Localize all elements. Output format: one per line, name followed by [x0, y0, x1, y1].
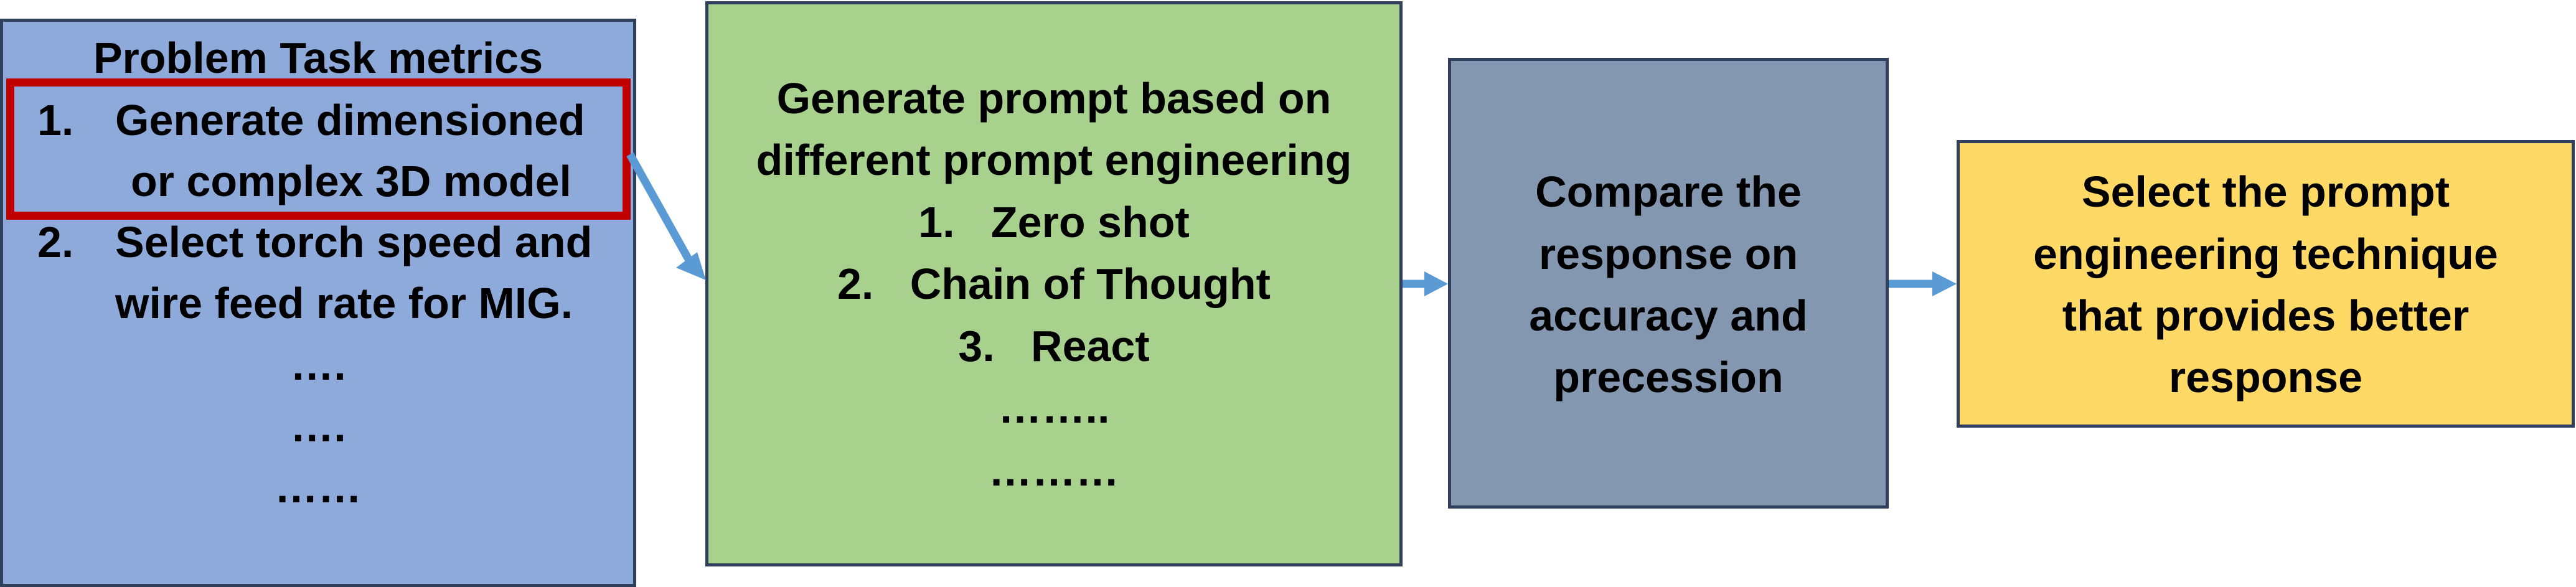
- task-ellipsis-3: ……: [275, 463, 362, 512]
- prompt-ellipsis-2: ………: [989, 446, 1119, 495]
- task-item-2-line-1: Select torch speed and: [115, 218, 593, 266]
- task-item-2-line-2: wire feed rate for MIG.: [115, 279, 573, 327]
- compare-line-2: response on: [1538, 230, 1798, 278]
- task-ellipsis-2: ….: [290, 402, 346, 451]
- compare-line-3: accuracy and: [1529, 291, 1808, 340]
- select-technique-box: [1957, 140, 2575, 428]
- task-item-1-number: 1.: [37, 96, 74, 144]
- select-line-1: Select the prompt: [2081, 167, 2450, 216]
- problem-task-metrics-box: [0, 19, 636, 587]
- prompt-technique-chain-of-thought: 2. Chain of Thought: [837, 260, 1271, 308]
- problem-task-metrics-title: Problem Task metrics: [93, 34, 543, 82]
- task-item-2-number: 2.: [37, 218, 74, 266]
- compare-response-box: [1448, 58, 1889, 509]
- prompt-box-line-1: Generate prompt based on: [776, 74, 1332, 123]
- item-1-highlight-frame: [6, 78, 631, 220]
- generate-prompt-box: [705, 1, 1403, 566]
- arrow-prompt-to-compare: [1403, 271, 1448, 296]
- compare-line-4: precession: [1553, 353, 1784, 402]
- select-line-4: response: [2168, 353, 2363, 402]
- arrow-highlight-to-prompt: [626, 152, 706, 280]
- select-line-3: that provides better: [2062, 291, 2470, 340]
- task-item-1-line-1: Generate dimensioned: [115, 96, 585, 144]
- compare-line-1: Compare the: [1535, 167, 1802, 216]
- arrow-compare-to-select: [1889, 271, 1957, 296]
- prompt-technique-react: 3. React: [958, 322, 1150, 370]
- prompt-ellipsis-1: ……..: [998, 383, 1110, 432]
- prompt-box-line-2: different prompt engineering: [756, 136, 1352, 184]
- task-item-1-line-2: or complex 3D model: [131, 157, 571, 205]
- task-ellipsis-1: ….: [290, 340, 346, 389]
- prompt-technique-zero-shot: 1. Zero shot: [918, 198, 1190, 247]
- select-line-2: engineering technique: [2033, 230, 2498, 278]
